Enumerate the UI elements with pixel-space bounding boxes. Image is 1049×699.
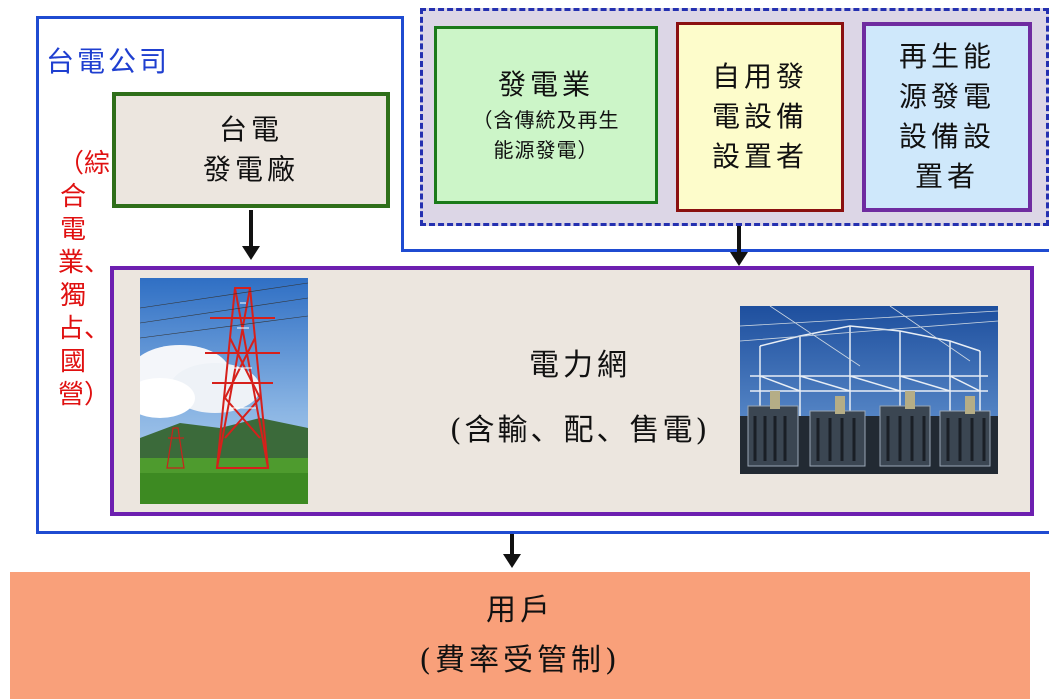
renewable-line2: 源發電 — [898, 80, 995, 113]
generation-subtitle-line1: （含傳統及再生 — [472, 108, 620, 132]
company-frame — [36, 16, 404, 534]
renewable-line3: 設備設 — [898, 120, 995, 153]
company-frame-edge — [401, 249, 1049, 252]
generation-title: 發電業 — [497, 68, 594, 101]
company-note: （綜合電業、獨占、國營） — [58, 149, 111, 410]
renewable-line4: 置者 — [914, 160, 979, 193]
self-use-line2: 電設備 — [711, 100, 808, 133]
company-frame-edge — [36, 531, 1049, 534]
generation-subtitle-line2: 能源發電） — [493, 138, 599, 162]
arrow-head — [242, 246, 260, 260]
self-use-line3: 設置者 — [711, 140, 808, 173]
customer-subtitle: (費率受管制) — [419, 642, 621, 678]
taipower-plant-line1: 台電 — [218, 113, 283, 146]
customer-box: 用戶 (費率受管制) — [10, 572, 1030, 699]
taipower-plant-line2: 發電廠 — [202, 153, 299, 186]
self-use-generator-box: 自用發 電設備 設置者 — [676, 22, 844, 212]
transmission-tower-photo — [140, 278, 308, 504]
company-frame-edge — [401, 16, 404, 252]
company-title: 台電公司 — [46, 45, 171, 78]
renewable-line1: 再生能 — [898, 40, 995, 73]
arrow-grid-to-customer — [510, 534, 514, 556]
arrow-private-to-grid — [737, 226, 741, 254]
arrow-head — [730, 252, 748, 266]
taipower-plant-box: 台電 發電廠 — [112, 92, 390, 208]
generation-industry-box: 發電業 （含傳統及再生 能源發電） — [434, 26, 658, 204]
substation-photo — [740, 306, 998, 474]
grid-title: 電力網 — [529, 348, 631, 383]
renewable-generator-box: 再生能 源發電 設備設 置者 — [862, 22, 1032, 212]
grid-subtitle: (含輸、配、售電) — [449, 413, 711, 448]
arrow-head — [503, 554, 521, 568]
customer-title: 用戶 — [486, 592, 554, 628]
arrow-plant-to-grid — [249, 210, 253, 248]
self-use-line1: 自用發 — [711, 60, 808, 93]
